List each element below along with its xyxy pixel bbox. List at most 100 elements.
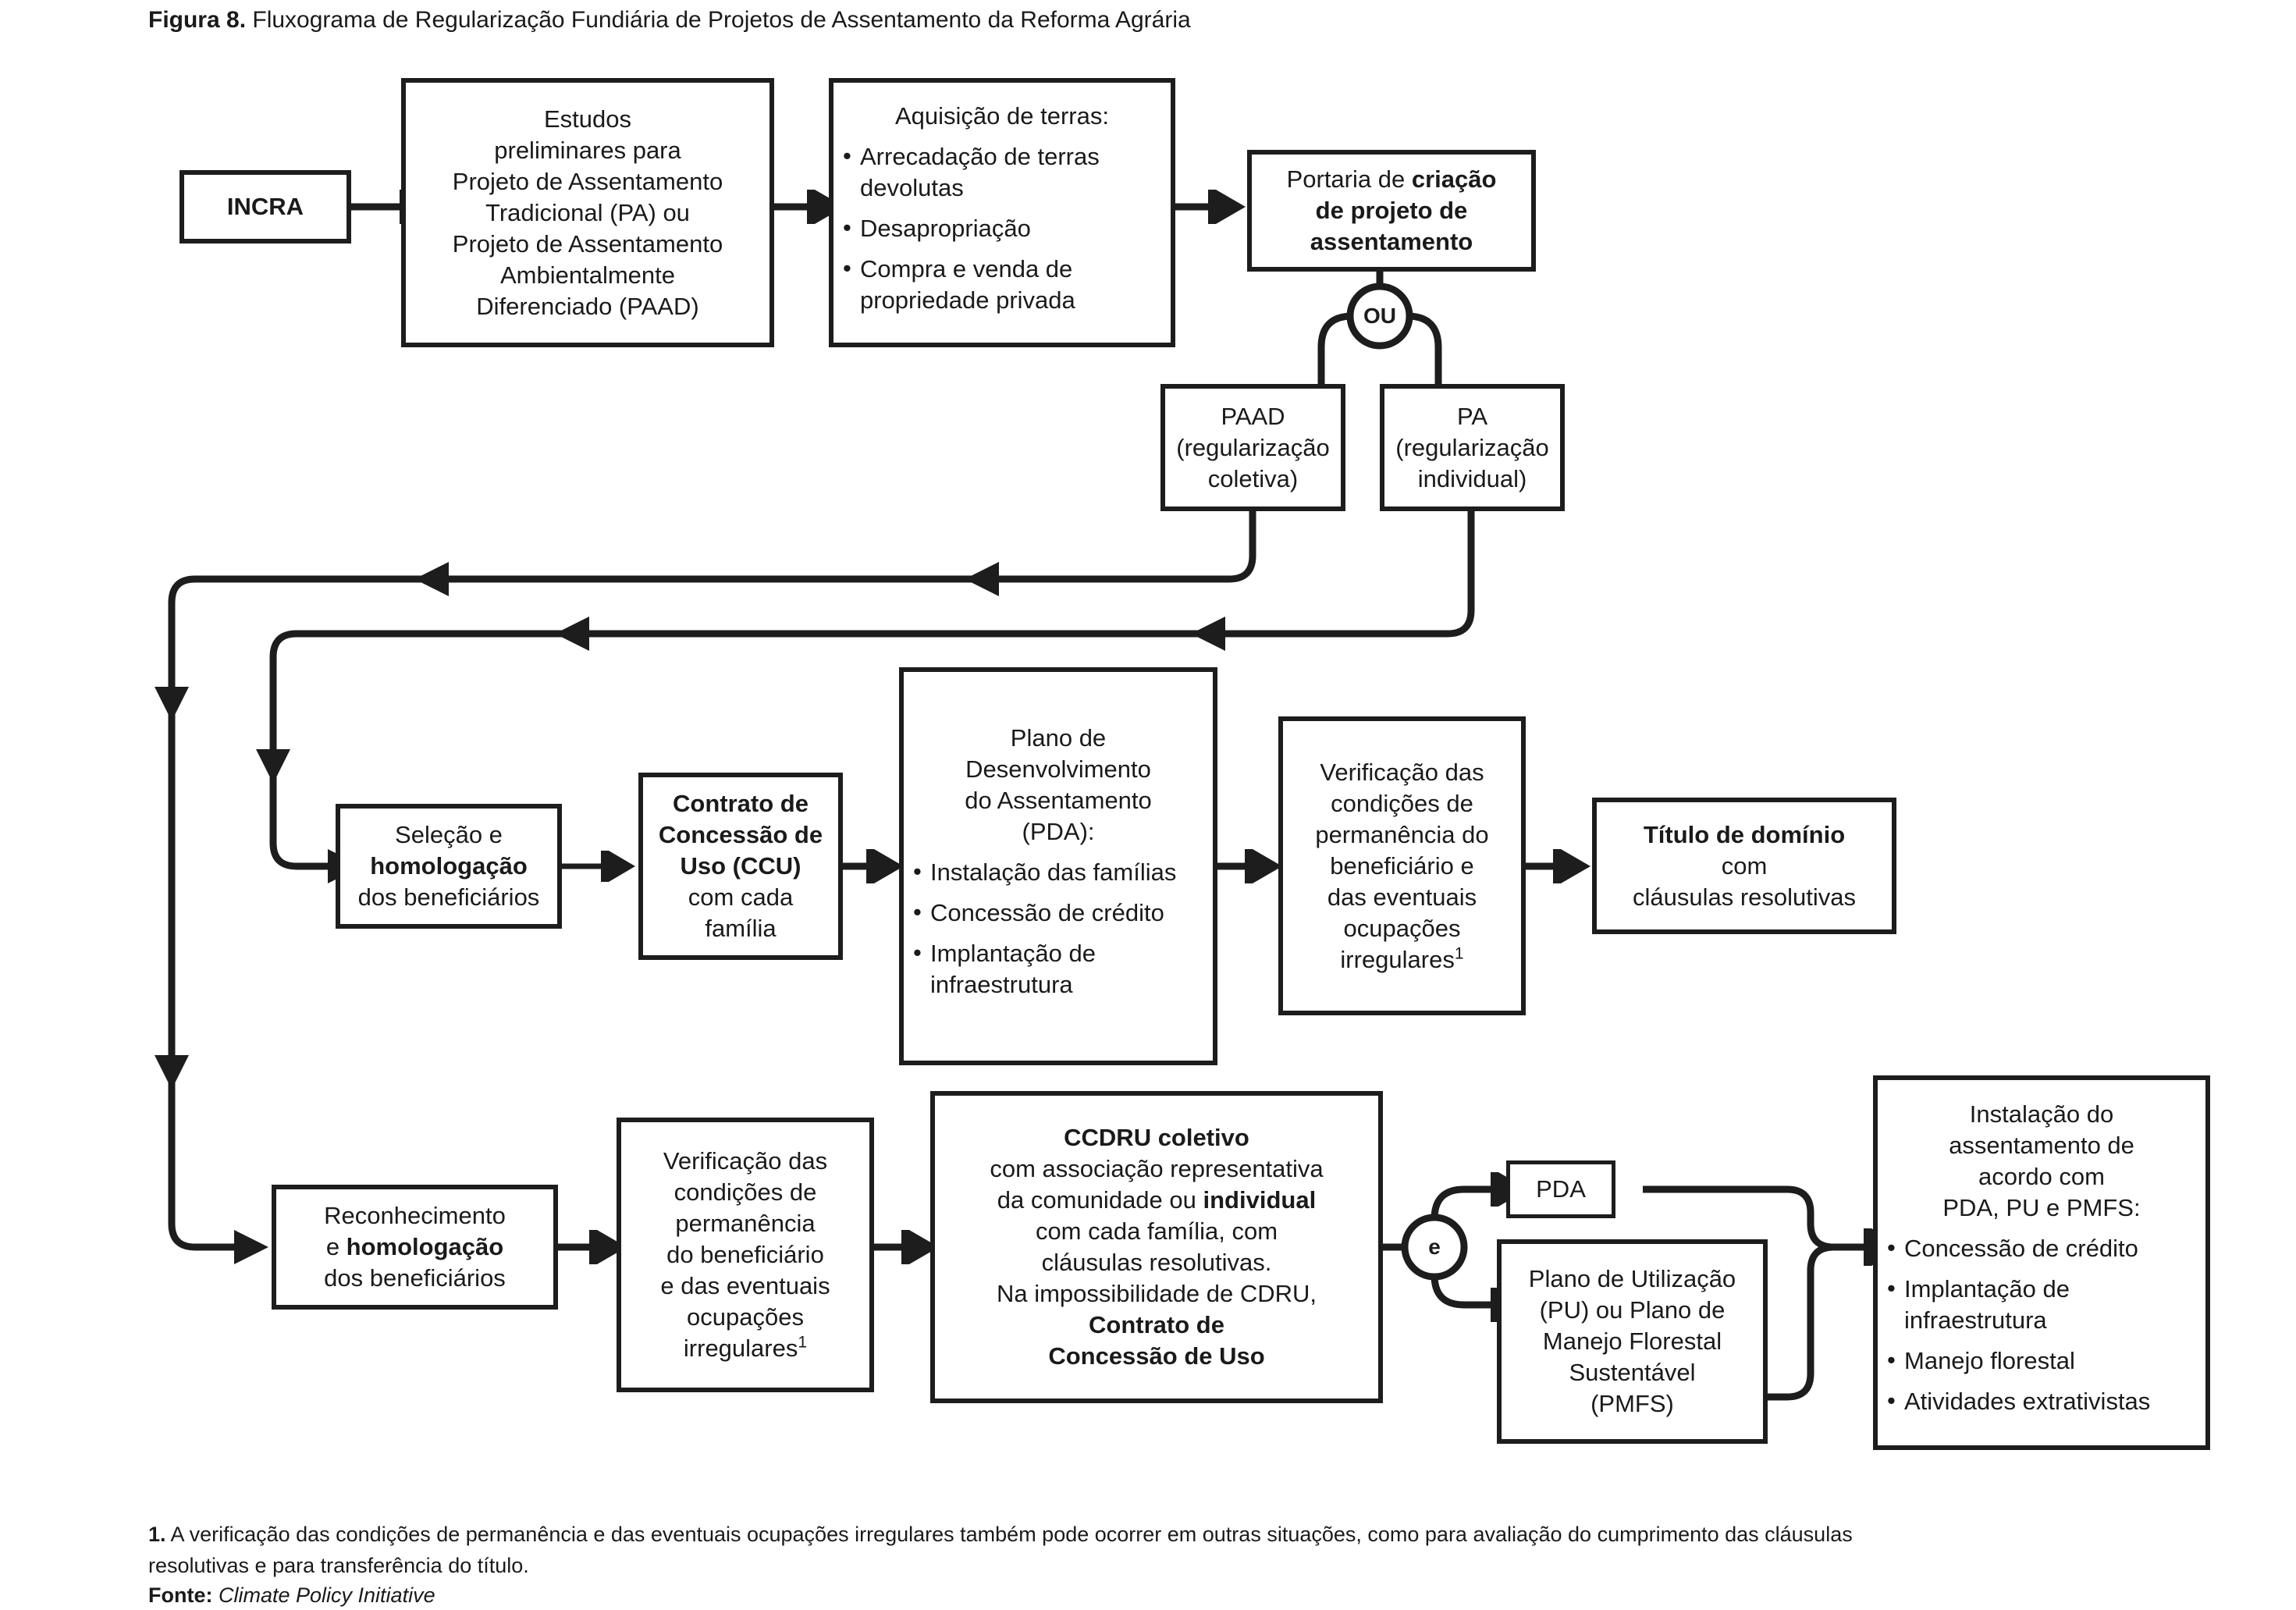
pda-title-1: Plano de — [1010, 724, 1107, 752]
titulo-line-1: Título de domínio — [1643, 820, 1846, 848]
pupmfs-line-5: (PMFS) — [1590, 1390, 1674, 1417]
selecao-line-1: Seleção e — [395, 821, 503, 848]
node-pda-plan[interactable]: Plano de Desenvolvimento do Assentamento… — [899, 667, 1217, 1065]
arrowhead-estudos-to-aquisicao — [807, 190, 844, 224]
titulo-line-2: com — [1721, 851, 1768, 880]
node-incra[interactable]: INCRA — [179, 170, 351, 243]
list-item: Manejo florestal — [1885, 1345, 2198, 1377]
titulo-line-3: cláusulas resolutivas — [1632, 883, 1857, 911]
figure-source: Fonte: Climate Policy Initiative — [148, 1580, 435, 1610]
instalacao-title-3: acordo com — [1978, 1163, 2105, 1190]
node-incra-label: INCRA — [226, 193, 304, 220]
route-paad-to-row2 — [168, 511, 1256, 687]
arrowhead-rail-inner-mid — [256, 749, 290, 784]
arrowhead-rail-outer-mid — [155, 687, 189, 721]
branch-e-to-pupmfs — [1431, 1274, 1491, 1309]
footnote-1: 1. A verificação das condições de perman… — [148, 1519, 1904, 1581]
arrowhead-row3-b — [555, 617, 589, 651]
figure-caption-text: Fluxograma de Regularização Fundiária de… — [246, 7, 1191, 33]
verifbot-line-3: permanência — [675, 1210, 816, 1237]
list-item: Instalação das famílias — [912, 856, 1205, 888]
node-reconhecimento-homologacao[interactable]: Reconhecimento e homologação dos benefic… — [272, 1185, 558, 1310]
list-item: Compra e venda de propriedade privada — [841, 253, 1163, 316]
node-aquisicao-terras[interactable]: Aquisição de terras: Arrecadação de terr… — [829, 78, 1175, 347]
branch-e-to-pdasmall — [1431, 1185, 1491, 1220]
node-selecao-homologacao[interactable]: Seleção e homologação dos beneficiários — [336, 804, 562, 929]
branch-ou-to-paad — [1317, 312, 1353, 394]
ccu-line-2: Concessão de — [658, 821, 823, 848]
node-ccdru[interactable]: CCDRU coletivo com associação representa… — [930, 1091, 1383, 1403]
ccdru-line-3b: individual — [1203, 1186, 1317, 1214]
pda-title-4: (PDA): — [1022, 818, 1095, 845]
verifbot-line-5: e das eventuais — [660, 1272, 830, 1299]
pupmfs-line-1: Plano de Utilização — [1528, 1265, 1736, 1292]
list-item: Concessão de crédito — [1885, 1232, 2198, 1264]
arrowhead-ccu-to-pda — [866, 849, 904, 883]
ccdru-line-6: Na impossibilidade de CDRU, — [996, 1280, 1317, 1307]
arrowhead-rail-outer-to-reconhecimento — [234, 1230, 268, 1264]
ccdru-line-7: Contrato de — [1089, 1311, 1224, 1338]
ccdru-line-2: com associação representativa — [990, 1155, 1324, 1182]
portaria-bold-1: criação — [1411, 165, 1497, 193]
paad-line-1: PAAD — [1221, 402, 1285, 430]
node-paad[interactable]: PAAD (regularização coletiva) — [1160, 384, 1345, 511]
footnote-1-number: 1. — [148, 1523, 166, 1546]
pupmfs-line-3: Manejo Florestal — [1542, 1327, 1722, 1355]
portaria-bold-3: assentamento — [1310, 228, 1473, 255]
branch-ou-to-pa — [1406, 312, 1442, 394]
list-item: Desapropriação — [841, 212, 1163, 244]
ccdru-line-1: CCDRU coletivo — [1064, 1124, 1249, 1151]
pa-line-1: PA — [1456, 402, 1488, 430]
node-verificacao-baixo[interactable]: Verificação das condições de permanência… — [617, 1118, 874, 1392]
pda-title-2: Desenvolvimento — [965, 755, 1151, 783]
route-pa-to-row3 — [269, 511, 1475, 749]
verifbot-line-4: do beneficiário — [666, 1241, 824, 1268]
arrowhead-pda-to-verifmid — [1245, 849, 1282, 883]
verifmid-line-4: beneficiário e — [1330, 851, 1474, 880]
estudos-line-4: Tradicional (PA) ou — [485, 198, 690, 226]
arrowhead-reconhecimento-to-verifbot — [589, 1230, 627, 1264]
paad-line-3: coletiva) — [1207, 464, 1299, 492]
portaria-plain: Portaria de — [1286, 165, 1412, 193]
verifbot-footnote-marker: 1 — [798, 1333, 808, 1352]
arrowhead-verifmid-to-titulo — [1553, 849, 1590, 883]
estudos-line-2: preliminares para — [494, 136, 681, 164]
figure-source-label: Fonte: — [148, 1583, 213, 1607]
verifbot-line-7: irregulares — [683, 1335, 798, 1362]
arrowhead-rail-outer-lower — [155, 1055, 189, 1089]
verifmid-line-1: Verificação das — [1320, 758, 1484, 786]
verifbot-line-1: Verificação das — [663, 1147, 828, 1175]
instalacao-title-2: assentamento de — [1949, 1132, 2134, 1159]
ccdru-line-3a: da comunidade ou — [997, 1186, 1203, 1214]
pda-small-label: PDA — [1536, 1175, 1586, 1203]
reconhecimento-line-2a: e — [325, 1233, 347, 1260]
node-pu-pmfs[interactable]: Plano de Utilização (PU) ou Plano de Man… — [1497, 1239, 1768, 1444]
merge-pdasmall-to-instalacao — [1643, 1185, 1864, 1251]
merge-pupmfs-to-instalacao — [1768, 1243, 1864, 1401]
arrowhead-row3-a — [1191, 617, 1225, 651]
ccu-line-3: Uso (CCU) — [680, 852, 801, 880]
list-item: Implantação de infraestrutura — [912, 937, 1205, 1000]
estudos-line-5: Projeto de Assentamento — [452, 229, 723, 258]
node-instalacao-assentamento[interactable]: Instalação do assentamento de acordo com… — [1873, 1075, 2210, 1450]
verifmid-line-3: permanência do — [1315, 820, 1489, 848]
list-item: Concessão de crédito — [912, 897, 1205, 929]
node-titulo-dominio[interactable]: Título de domínio com cláusulas resoluti… — [1592, 798, 1896, 934]
pupmfs-line-2: (PU) ou Plano de — [1539, 1296, 1726, 1324]
node-pda-small[interactable]: PDA — [1506, 1160, 1615, 1218]
node-verificacao-meio[interactable]: Verificação das condições de permanência… — [1278, 716, 1526, 1015]
figure-caption-label: Figura 8. — [148, 7, 247, 33]
node-ccu[interactable]: Contrato de Concessão de Uso (CCU) com c… — [638, 773, 843, 960]
node-estudos-preliminares[interactable]: Estudos preliminares para Projeto de Ass… — [401, 78, 774, 347]
pda-title-3: do Assentamento — [965, 787, 1152, 814]
figure-caption: Figura 8. Fluxograma de Regularização Fu… — [148, 5, 1191, 36]
reconhecimento-line-3: dos beneficiários — [324, 1264, 506, 1292]
arrowhead-verifbot-to-ccdru — [901, 1230, 939, 1264]
estudos-line-7: Diferenciado (PAAD) — [476, 292, 699, 320]
verifbot-line-2: condições de — [674, 1178, 817, 1206]
aquisicao-title: Aquisição de terras: — [895, 101, 1109, 130]
ccdru-line-5: cláusulas resolutivas. — [1041, 1249, 1272, 1276]
estudos-line-3: Projeto de Assentamento — [452, 167, 723, 195]
node-pa[interactable]: PA (regularização individual) — [1380, 384, 1565, 511]
node-portaria-criacao[interactable]: Portaria de criação de projeto de assent… — [1247, 150, 1536, 272]
